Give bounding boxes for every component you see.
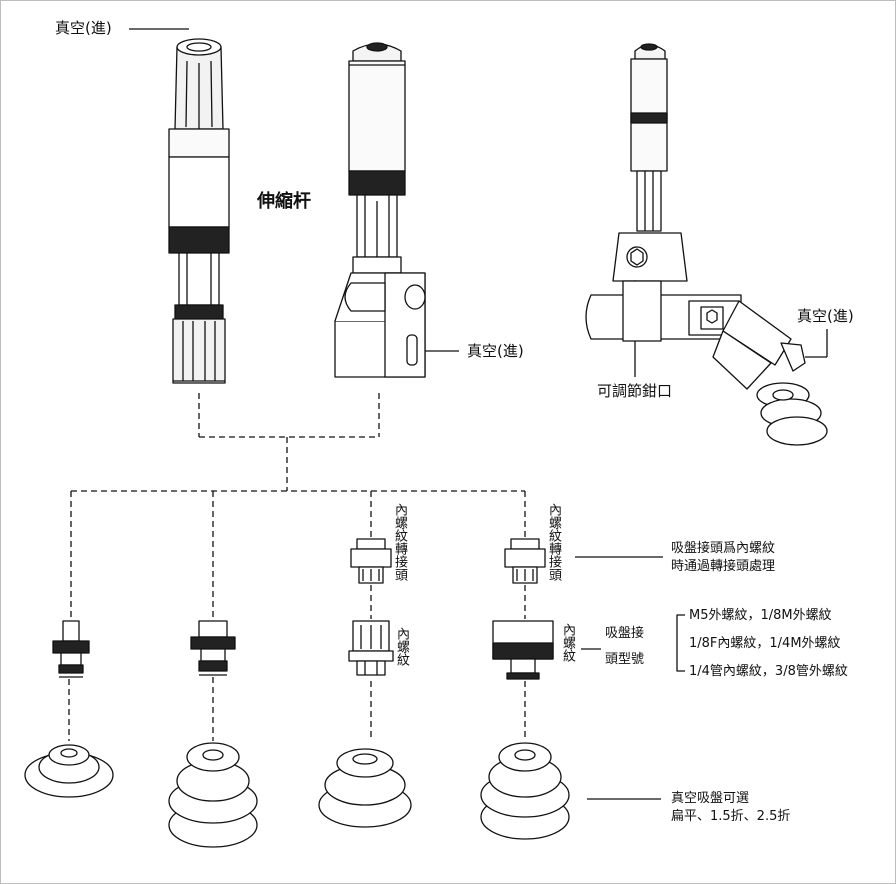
spec-item-1: M5外螺紋，1/8M外螺紋: [689, 608, 832, 623]
cup-options-line-1: 真空吸盤可選: [671, 791, 750, 806]
note-line-2: 時通過轉接頭處理: [671, 559, 776, 574]
fitting-female-1: [348, 620, 394, 676]
vacuum-in-label-top: 真空(進): [55, 19, 112, 37]
fitting-model-line-2: 頭型號: [605, 652, 645, 667]
suction-cup-flat: [24, 744, 114, 798]
spec-bracket: [676, 614, 685, 672]
spec-item-3: 1/4管內螺紋，3/8管外螺紋: [689, 664, 848, 679]
cup-options-line-2: 扁平、1.5折、2.5折: [671, 809, 791, 824]
rod-with-clamp: [585, 43, 828, 446]
telescopic-rod-label: 伸縮杆: [257, 191, 311, 212]
suction-cup-2-5-fold-2: [480, 742, 570, 840]
female-adapter-2: [504, 538, 546, 584]
suction-cup-1-5-fold: [318, 748, 412, 828]
note-line-1: 吸盤接頭爲內螺紋: [671, 541, 776, 556]
fitting-1-8-male: [190, 620, 236, 676]
rod-with-block: [334, 42, 426, 378]
female-thread-label-1: 內螺紋: [394, 627, 409, 666]
fitting-model-line-1: 吸盤接: [605, 626, 645, 641]
female-thread-label-2: 內螺紋: [560, 623, 575, 662]
adjustable-clamp-label: 可調節鉗口: [597, 382, 673, 400]
female-adapter-1: [350, 538, 392, 584]
vacuum-in-label-middle: 真空(進): [467, 342, 524, 360]
female-adapter-label-2: 內螺紋轉接頭: [546, 503, 561, 581]
telescopic-rod-left: [168, 38, 230, 384]
dashed-connectors: [68, 393, 526, 741]
vacuum-in-label-right: 真空(進): [797, 307, 854, 325]
female-adapter-label-1: 內螺紋轉接頭: [392, 503, 407, 581]
fitting-female-2: [492, 620, 554, 680]
suction-cup-2-5-fold-1: [168, 742, 258, 848]
spec-item-2: 1/8F內螺紋，1/4M外螺紋: [689, 636, 841, 651]
fitting-m5-male: [52, 620, 90, 678]
